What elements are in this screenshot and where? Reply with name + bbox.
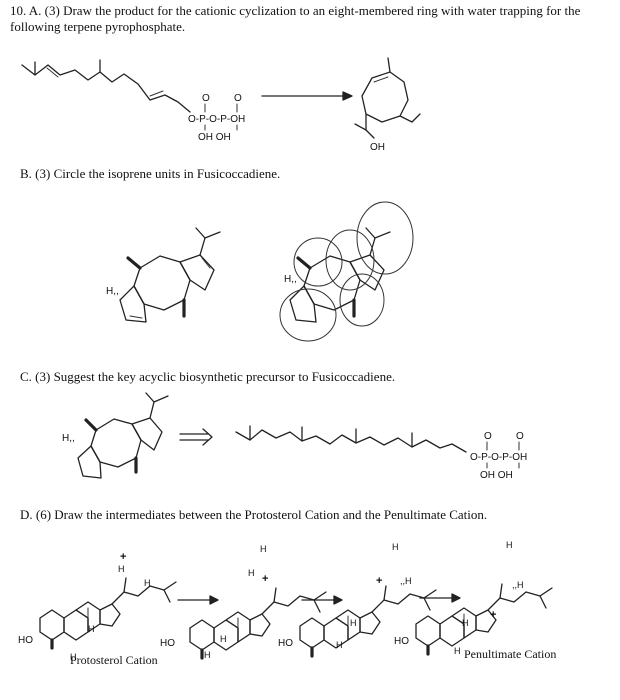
ho-label-2: HO (160, 638, 175, 649)
h-label-1c: H (88, 624, 95, 634)
figure-c-precursor: H,, O-P-O-P-OH O O OH OH (62, 392, 527, 481)
h-label-4a: H (506, 540, 513, 550)
h-label-3c: H (350, 618, 357, 628)
h-label-2a: H (260, 544, 267, 554)
figure-d-sterol-sequence: HO + H H H H Protosterol Cation HO + H H… (18, 540, 556, 667)
ggpp-precursor-structure: O-P-O-P-OH O O OH OH (235, 425, 527, 481)
question-b-text: B. (3) Circle the isoprene units in Fusi… (20, 166, 281, 181)
intermediate-3-structure: HO + H ,,H H H (278, 542, 438, 658)
fusicoccadiene-c-structure: H,, (62, 392, 169, 479)
cation-plus-3: + (376, 575, 382, 587)
cyclooctene-product-structure: OH (354, 57, 421, 153)
question-d-text: D. (6) Draw the intermediates between th… (20, 507, 488, 522)
isoprene-circle-3 (293, 237, 343, 287)
terpene-pyrophosphate-structure: O-P-O-P-OH O O OH OH (21, 59, 245, 143)
penultimate-cation-label: Penultimate Cation (464, 647, 556, 661)
fusicocca-c-h-label: H,, (62, 433, 75, 444)
pp-o-top-2: O (234, 93, 242, 104)
cation-plus-1: + (120, 551, 126, 563)
pp-chain-label-c: O-P-O-P-OH (470, 452, 527, 463)
h-label-2d: H (204, 650, 211, 660)
figure-a-reaction: O-P-O-P-OH O O OH OH OH (21, 57, 421, 153)
protosterol-cation-structure: HO + H H H H (18, 551, 178, 662)
pp-bottom-label: OH OH (198, 132, 231, 143)
step-arrow-2 (301, 595, 343, 605)
h-label-1d: H (70, 652, 77, 662)
penultimate-cation-structure: HO + H ,,H H H (394, 540, 554, 656)
cation-plus-4: + (490, 609, 496, 621)
retrosynthetic-arrow (179, 428, 213, 446)
step-arrow-1 (177, 595, 219, 605)
reaction-arrow-a (261, 91, 353, 101)
isoprene-circle-1 (356, 201, 414, 275)
pp-o-top-c1: O (484, 431, 492, 442)
h-label-2c: H (220, 634, 227, 644)
pp-o-top-1: O (202, 93, 210, 104)
h-label-4c: H (462, 618, 469, 628)
cation-plus-2: + (262, 573, 268, 585)
question-c-text: C. (3) Suggest the key acyclic biosynthe… (20, 369, 396, 384)
fusicoccadiene-structure: H,, (106, 227, 221, 323)
ho-label-1: HO (18, 635, 33, 646)
intermediate-2-structure: HO + H H H H (160, 544, 328, 660)
h-label-4d: H (454, 646, 461, 656)
h-label-3b: ,,H (400, 576, 412, 586)
h-label-1a: H (118, 564, 125, 574)
h-label-3d: H (336, 640, 343, 650)
ho-label-3: HO (278, 638, 293, 649)
pp-o-top-c2: O (516, 431, 524, 442)
isoprene-circle-4 (279, 288, 337, 342)
question-a-text: 10. A. (3) Draw the product for the cati… (10, 3, 581, 34)
protosterol-cation-label: Protosterol Cation (70, 653, 158, 667)
product-oh-label: OH (370, 142, 385, 153)
h-label-3a: H (392, 542, 399, 552)
pp-bottom-label-c: OH OH (480, 470, 513, 481)
ho-label-4: HO (394, 636, 409, 647)
fusicoccadiene-circled-structure: H,, (279, 201, 414, 342)
step-arrow-3 (419, 593, 461, 603)
isoprene-circle-5 (339, 273, 385, 327)
pp-chain-label: O-P-O-P-OH (188, 114, 245, 125)
circled-h-label: H,, (284, 274, 297, 285)
h-label-2b: H (248, 568, 255, 578)
fusicocca-h-label: H,, (106, 286, 119, 297)
figure-b-fusicoccadiene: H,, H,, (106, 201, 414, 342)
isoprene-circle-2 (325, 229, 375, 291)
h-label-4b: ,,H (512, 580, 524, 590)
h-label-1b: H (144, 578, 151, 588)
